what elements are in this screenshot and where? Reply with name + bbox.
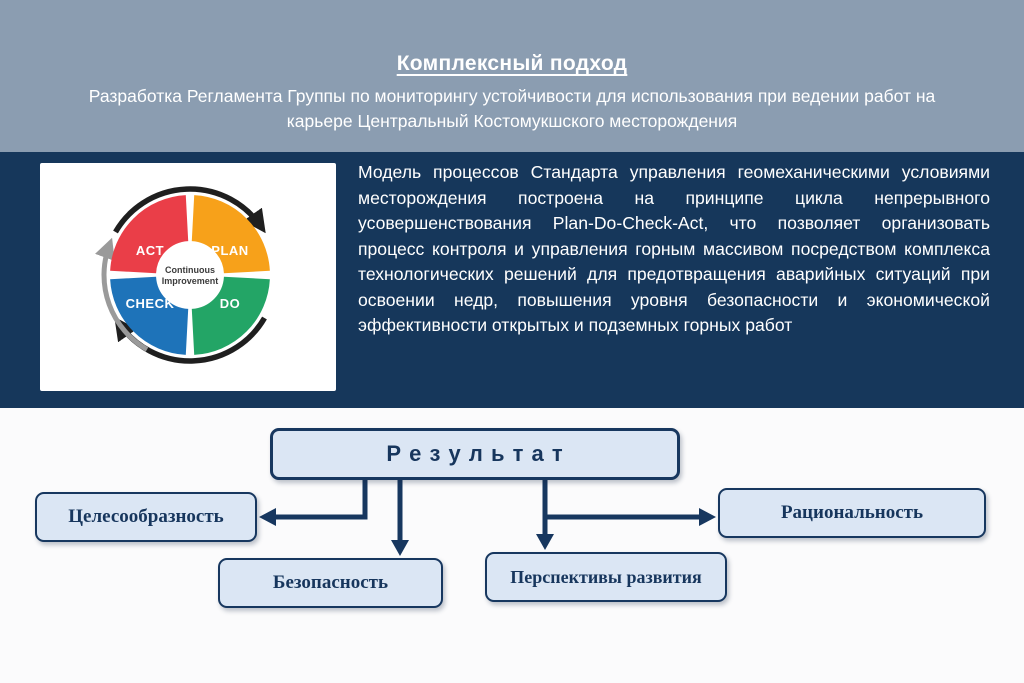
pdca-label-plan: PLAN (211, 243, 248, 258)
pdca-arrow-top (113, 186, 266, 234)
flow-box-rationality: Рациональность (718, 488, 986, 538)
pdca-label-do: DO (220, 296, 241, 311)
pdca-quadrant-plan (190, 195, 270, 275)
pdca-center-line2: Improvement (162, 276, 219, 286)
pdca-quadrant-act (110, 195, 190, 275)
model-section: ACT PLAN CHECK DO Continuous Improvement… (0, 152, 1024, 408)
flow-box-expediency: Целесообразность (35, 492, 257, 542)
slide-header: Комплексный подход Разработка Регламента… (0, 0, 1024, 152)
pdca-arrow-left (95, 237, 149, 352)
pdca-label-check: CHECK (126, 296, 175, 311)
slide-title: Комплексный подход (396, 52, 628, 75)
pdca-center-line1: Continuous (165, 265, 215, 275)
pdca-quadrant-do (190, 275, 270, 355)
flow-box-safety: Безопасность (218, 558, 443, 608)
result-flowchart: Р е з у л ь т а т Целесообразность Безоп… (0, 408, 1024, 683)
pdca-quadrant-check (110, 275, 190, 355)
flow-box-development-prospects: Перспективы развития (485, 552, 727, 602)
pdca-diagram-card: ACT PLAN CHECK DO Continuous Improvement (40, 163, 336, 391)
flow-box-result: Р е з у л ь т а т (270, 428, 680, 480)
pdca-cycle-diagram: ACT PLAN CHECK DO Continuous Improvement (95, 186, 270, 364)
slide-subtitle: Разработка Регламента Группы по монитори… (88, 86, 936, 131)
pdca-label-act: ACT (136, 243, 164, 258)
model-description: Модель процессов Стандарта управления ге… (358, 162, 990, 335)
